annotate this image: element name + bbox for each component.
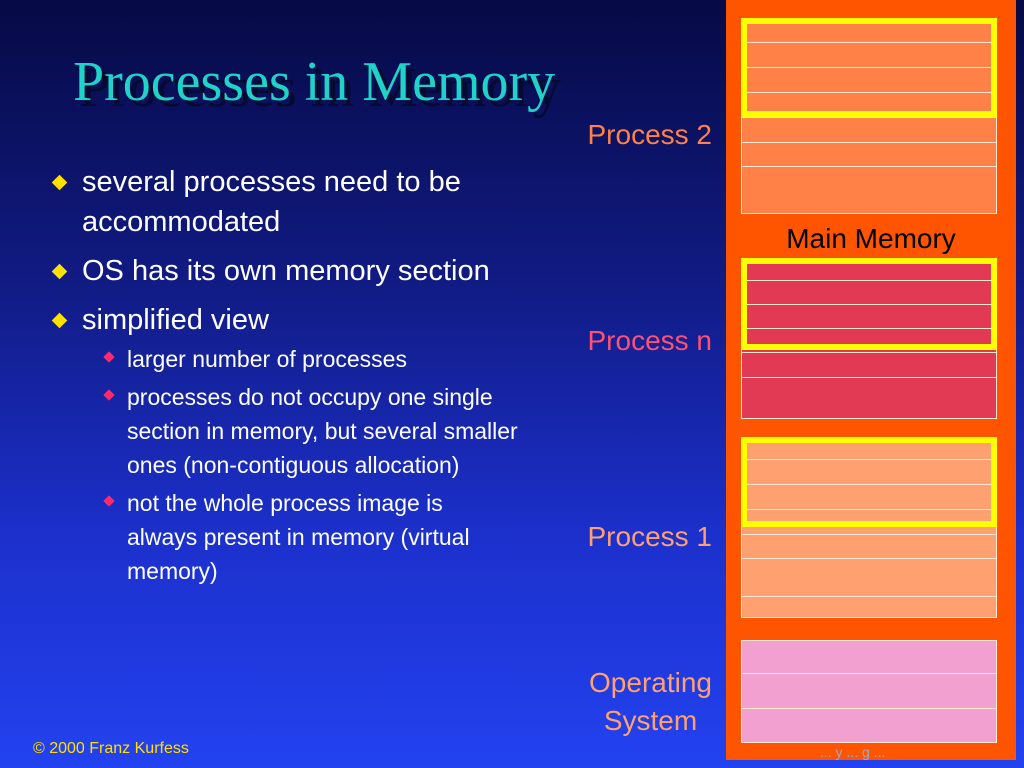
diamond-bullet-icon bbox=[51, 263, 68, 280]
sub-bullet-text: processes do not occupy one single secti… bbox=[127, 384, 518, 478]
sub-bullet-text: not the whole process image is always pr… bbox=[127, 490, 470, 584]
memory-block bbox=[742, 674, 996, 709]
operating-system-label-line2: System bbox=[603, 705, 698, 736]
memory-block bbox=[742, 353, 996, 378]
process-n-segment bbox=[741, 258, 997, 419]
sub-bullet-item: processes do not occupy one single secti… bbox=[82, 380, 518, 482]
memory-block bbox=[742, 535, 996, 559]
slide-title: Processes in Memory bbox=[73, 51, 556, 113]
process-2-page-frame bbox=[741, 18, 997, 117]
sub-bullet-item: not the whole process image is always pr… bbox=[82, 486, 518, 588]
process-n-page-frame bbox=[741, 258, 997, 350]
memory-block bbox=[742, 167, 996, 213]
memory-block bbox=[742, 378, 996, 418]
process-n-label: Process n bbox=[587, 325, 713, 356]
memory-block bbox=[742, 709, 996, 742]
main-memory-label: Main Memory bbox=[786, 223, 956, 254]
bullet-text: simplified view bbox=[82, 304, 269, 336]
memory-block bbox=[742, 559, 996, 597]
bullet-list: several processes need to be accommodate… bbox=[48, 162, 518, 597]
memory-block bbox=[742, 143, 996, 167]
memory-block bbox=[742, 118, 996, 143]
footer-right-text: ... y ... g ... bbox=[820, 744, 886, 760]
memory-block bbox=[742, 68, 996, 93]
memory-block bbox=[742, 93, 996, 118]
memory-block bbox=[742, 597, 996, 617]
memory-block bbox=[742, 438, 996, 460]
memory-block bbox=[742, 19, 996, 43]
sub-bullet-item: larger number of processes bbox=[82, 342, 518, 376]
process-2-label: Process 2 bbox=[587, 119, 713, 150]
bullet-item: OS has its own memory section bbox=[48, 251, 518, 291]
operating-system-label-line1: Operating bbox=[589, 667, 712, 698]
operating-system-segment bbox=[741, 640, 997, 743]
sub-bullet-list: larger number of processes processes do … bbox=[82, 342, 518, 588]
diamond-sub-bullet-icon bbox=[103, 495, 115, 507]
memory-block bbox=[742, 281, 996, 305]
bullet-text: OS has its own memory section bbox=[82, 255, 490, 287]
sub-bullet-text: larger number of processes bbox=[127, 346, 407, 372]
diamond-bullet-icon bbox=[51, 312, 68, 329]
bullet-text: several processes need to be accommodate… bbox=[82, 166, 461, 238]
process-1-label: Process 1 bbox=[587, 521, 713, 552]
operating-system-label: Operating System bbox=[589, 664, 712, 740]
process-1-page-frame bbox=[741, 437, 997, 527]
memory-block bbox=[742, 485, 996, 510]
memory-block bbox=[742, 329, 996, 353]
main-memory-diagram: Main Memory bbox=[726, 0, 1016, 760]
bullet-item: simplified view larger number of process… bbox=[48, 300, 518, 588]
memory-block bbox=[742, 43, 996, 68]
memory-block bbox=[742, 510, 996, 535]
memory-block bbox=[742, 259, 996, 281]
diamond-sub-bullet-icon bbox=[103, 351, 115, 363]
diamond-bullet-icon bbox=[51, 174, 68, 191]
copyright-footer: © 2000 Franz Kurfess bbox=[33, 740, 189, 757]
memory-block bbox=[742, 305, 996, 329]
diamond-sub-bullet-icon bbox=[103, 389, 115, 401]
process-1-segment bbox=[741, 437, 997, 618]
memory-block bbox=[742, 641, 996, 674]
memory-block bbox=[742, 460, 996, 485]
bullet-item: several processes need to be accommodate… bbox=[48, 162, 518, 242]
